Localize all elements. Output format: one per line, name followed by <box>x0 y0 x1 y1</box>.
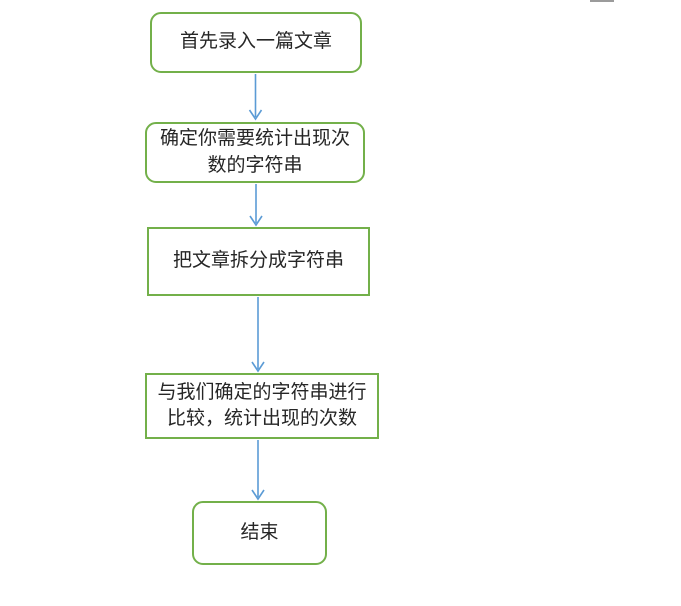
flow-node-end-label: 结束 <box>240 521 279 543</box>
arrow-split-to-compare <box>251 297 265 373</box>
flow-node-end: 结束 <box>192 501 327 565</box>
arrow-determine-to-split <box>249 184 263 227</box>
flow-node-split-article-label: 把文章拆分成字符串 <box>172 250 344 272</box>
arrow-start-to-determine <box>248 74 263 121</box>
arrow-compare-to-end <box>251 440 265 501</box>
flow-node-determine-target: 确定你需要统计出现次数的字符串 <box>145 122 365 183</box>
screen-edge-artifact <box>590 0 614 2</box>
flow-node-compare-count-label: 与我们确定的字符串进行比较，统计出现的次数 <box>157 381 367 429</box>
flow-node-split-article: 把文章拆分成字符串 <box>147 227 370 296</box>
flow-node-start-label: 首先录入一篇文章 <box>179 31 332 53</box>
flow-node-compare-count: 与我们确定的字符串进行比较，统计出现的次数 <box>145 373 379 439</box>
flow-node-start: 首先录入一篇文章 <box>150 12 362 73</box>
flow-node-determine-target-label: 确定你需要统计出现次数的字符串 <box>159 128 350 176</box>
